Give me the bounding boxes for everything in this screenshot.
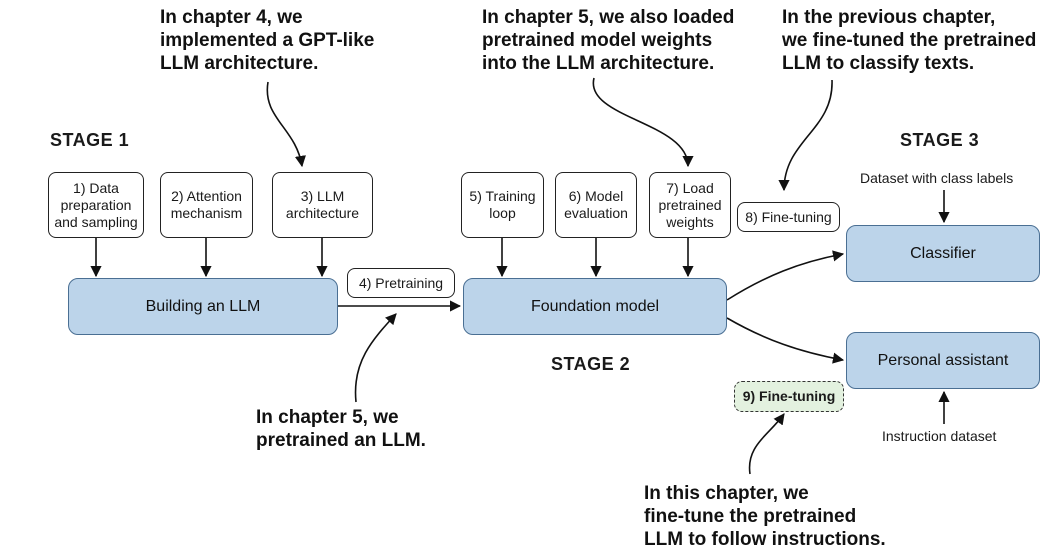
callout-this-chapter: In this chapter, we fine-tune the pretra… xyxy=(644,483,886,550)
foundation-model-block: Foundation model xyxy=(463,278,727,335)
personal-assistant-block: Personal assistant xyxy=(846,332,1040,389)
classifier-block: Classifier xyxy=(846,225,1040,282)
step1-box: 1) Data preparation and sampling xyxy=(48,172,144,238)
step2-box: 2) Attention mechanism xyxy=(160,172,253,238)
step3-box: 3) LLM architecture xyxy=(272,172,373,238)
instruction-dataset-label: Instruction dataset xyxy=(882,428,997,444)
class-labels-dataset-label: Dataset with class labels xyxy=(860,170,1014,186)
callout-chapter5-loaded: In chapter 5, we also loaded pretrained … xyxy=(482,7,735,74)
callout-line-chapter5-loaded xyxy=(592,77,694,168)
step8-box: 8) Fine-tuning xyxy=(737,202,840,232)
step7-box: 7) Load pretrained weights xyxy=(649,172,731,238)
callout-line-previous xyxy=(778,79,833,192)
callout-line-this-chapter xyxy=(748,413,785,475)
building-llm-block: Building an LLM xyxy=(68,278,338,335)
callout-chapter5-pretrained: In chapter 5, we pretrained an LLM. xyxy=(256,407,426,451)
arrow-to-classifier xyxy=(726,250,845,301)
stage1-label: STAGE 1 xyxy=(50,130,130,150)
arrow-to-assistant xyxy=(726,317,845,364)
stage2-label: STAGE 2 xyxy=(551,354,631,374)
step6-box: 6) Model evaluation xyxy=(555,172,637,238)
callout-previous-chapter: In the previous chapter, we fine-tuned t… xyxy=(782,7,1037,74)
step9-highlight-box: 9) Fine-tuning xyxy=(734,381,844,412)
step5-box: 5) Training loop xyxy=(461,172,544,238)
stage3-label: STAGE 3 xyxy=(900,130,980,150)
callout-line-pretrained xyxy=(354,313,397,403)
callout-line-chapter4 xyxy=(266,81,306,168)
step4-box: 4) Pretraining xyxy=(347,268,455,298)
callout-chapter4: In chapter 4, we implemented a GPT-like … xyxy=(160,7,375,74)
